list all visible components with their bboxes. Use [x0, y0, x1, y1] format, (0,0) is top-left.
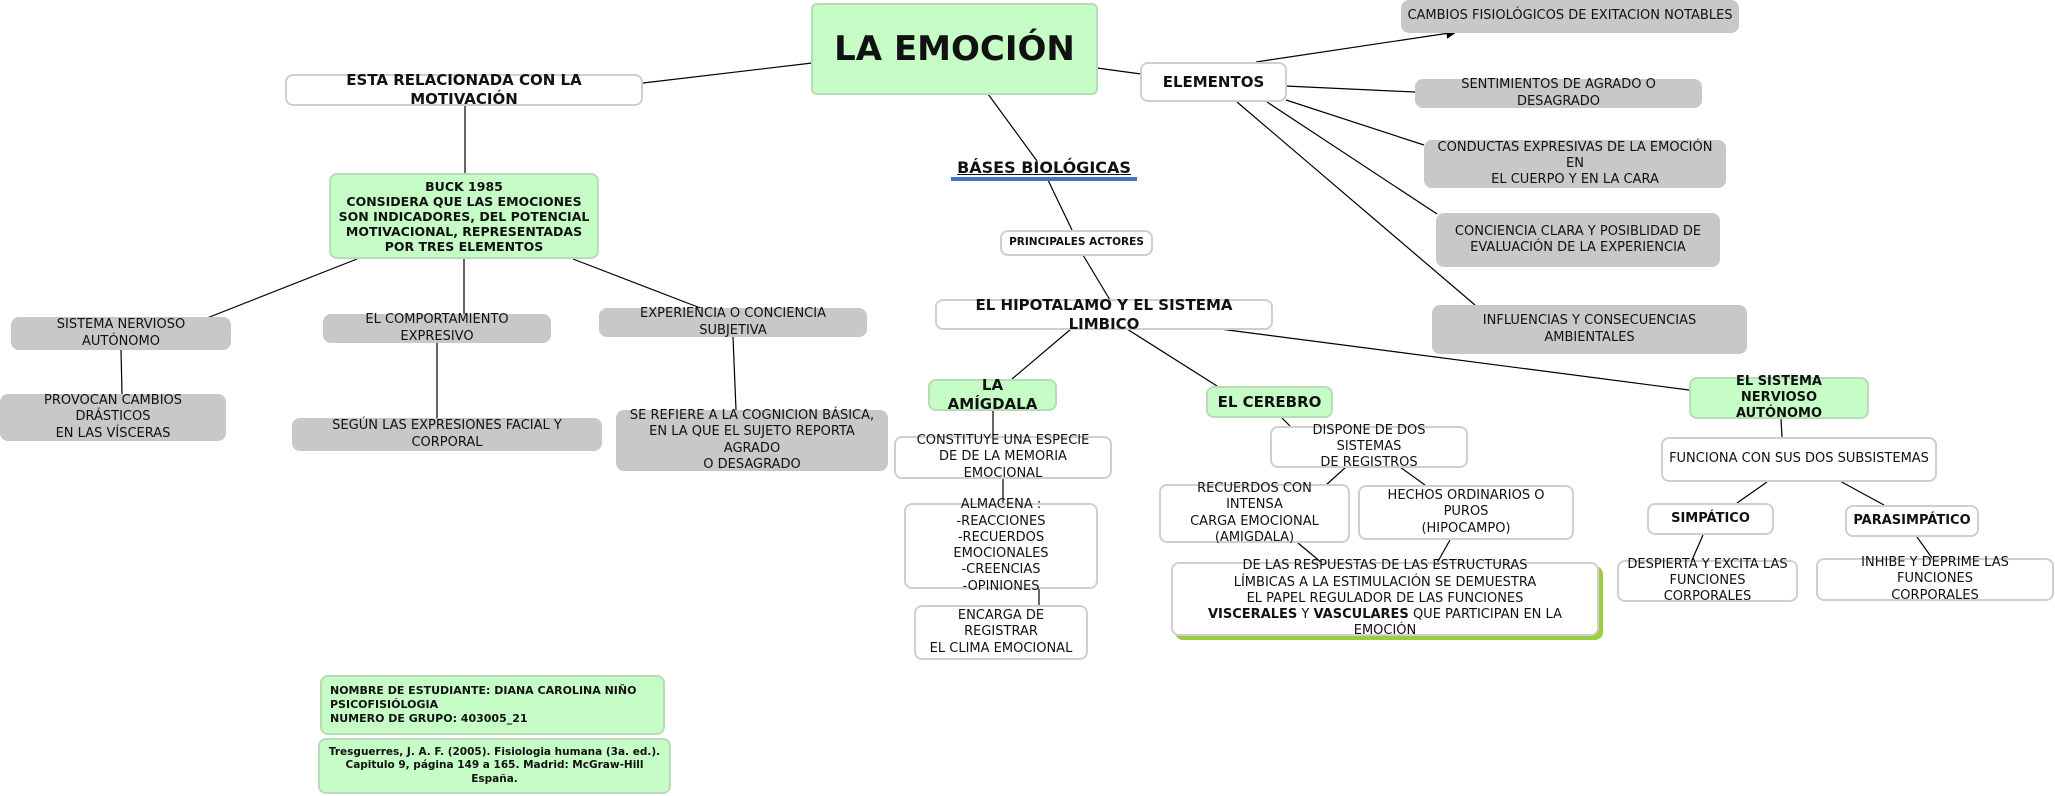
- link-hipotalamo-sna: [1219, 328, 1690, 391]
- node-amig2[interactable]: ALMACENA : -REACCIONES -RECUERDOS EMOCIO…: [904, 497, 1098, 594]
- node-sna1[interactable]: FUNCIONA CON SUS DOS SUBSISTEMAS: [1661, 437, 1937, 482]
- link-parasimpatico-child: [1916, 536, 1933, 559]
- link-elementos-el2: [1284, 85, 1416, 93]
- root-title[interactable]: LA EMOCIÓN: [811, 3, 1098, 95]
- link-snc-child: [120, 349, 123, 395]
- node-para-child[interactable]: INHIBE Y DEPRIME LAS FUNCIONES CORPORALE…: [1816, 555, 2054, 603]
- student-info: NOMBRE DE ESTUDIANTE: DIANA CAROLINA NIÑ…: [320, 675, 665, 735]
- cer4-bold-viscerales: VISCERALES: [1208, 607, 1298, 623]
- node-cer1[interactable]: DISPONE DE DOS SISTEMAS DE REGISTROS: [1270, 423, 1468, 470]
- link-sna1-parasimpatico: [1837, 479, 1885, 506]
- node-comportamiento[interactable]: EL COMPORTAMIENTO EXPRESIVO: [323, 312, 551, 344]
- node-motivacion[interactable]: ESTA RELACIONADA CON LA MOTIVACIÓN: [285, 71, 643, 108]
- node-amig1[interactable]: CONSTITUYE UNA ESPECIE DE DE LA MEMORIA …: [894, 433, 1112, 481]
- link-cerebro-cer1: [1281, 417, 1291, 427]
- node-amig3[interactable]: ENCARGA DE REGISTRAR EL CLIMA EMOCIONAL: [914, 605, 1088, 660]
- reference-info: Tresguerres, J. A. F. (2005). Fisiologia…: [318, 738, 671, 794]
- link-title-motivacion: [642, 62, 813, 84]
- node-amigdala[interactable]: LA AMÍGDALA: [928, 376, 1057, 413]
- link-buck-experiencia: [572, 258, 704, 310]
- node-cer4[interactable]: DE LAS RESPUESTAS DE LAS ESTRUCTURAS LÍM…: [1171, 558, 1599, 638]
- node-simpatico[interactable]: SIMPÁTICO: [1647, 503, 1774, 535]
- link-elementos-el4: [1266, 101, 1438, 215]
- node-cer3[interactable]: HECHOS ORDINARIOS O PUROS (HIPOCAMPO): [1358, 485, 1574, 540]
- node-sna[interactable]: EL SISTEMA NERVIOSO AUTÓNOMO: [1689, 374, 1869, 421]
- link-simpatico-child: [1691, 534, 1704, 561]
- link-experiencia-child: [732, 336, 737, 411]
- node-hipotalamo[interactable]: EL HIPOTALAMO Y EL SISTEMA LIMBICO: [935, 296, 1273, 333]
- link-sna-sna1: [1780, 418, 1783, 438]
- link-hipotalamo-amigdala: [1011, 328, 1072, 380]
- node-bases[interactable]: BÁSES BIOLÓGICAS: [951, 158, 1137, 181]
- link-title-bases: [987, 93, 1038, 162]
- link-cer1-cer2: [1325, 466, 1347, 486]
- link-cer2-cer4: [1297, 542, 1323, 564]
- node-parasimpatico[interactable]: PARASIMPÁTICO: [1845, 505, 1979, 537]
- link-sna1-simpatico: [1736, 481, 1768, 504]
- node-el1[interactable]: CAMBIOS FISIOLÓGICOS DE EXITACION NOTABL…: [1401, 0, 1739, 33]
- node-comportamiento-child[interactable]: SEGÚN LAS EXPRESIONES FACIAL Y CORPORAL: [292, 418, 602, 451]
- node-cer2[interactable]: RECUERDOS CON INTENSA CARGA EMOCIONAL (A…: [1159, 481, 1350, 545]
- node-experiencia[interactable]: EXPERIENCIA O CONCIENCIA SUBJETIVA: [599, 306, 867, 338]
- node-elementos[interactable]: ELEMENTOS: [1140, 62, 1287, 102]
- cer4-line1: DE LAS RESPUESTAS DE LAS ESTRUCTURAS: [1242, 558, 1528, 574]
- node-cerebro[interactable]: EL CEREBRO: [1206, 386, 1333, 418]
- link-hipotalamo-cerebro: [1126, 328, 1218, 387]
- link-bases-actores: [1046, 177, 1073, 231]
- node-actores[interactable]: PRINCIPALES ACTORES: [1000, 230, 1153, 256]
- node-el5[interactable]: INFLUENCIAS Y CONSECUENCIAS AMBIENTALES: [1432, 305, 1747, 354]
- link-title-elementos: [1096, 67, 1142, 75]
- cer4-line2: LÍMBICAS A LA ESTIMULACIÓN SE DEMUESTRA: [1233, 574, 1537, 590]
- link-elementos-el5: [1236, 101, 1476, 306]
- node-el2[interactable]: SENTIMIENTOS DE AGRADO O DESAGRADO: [1415, 77, 1702, 109]
- cer4-rest: QUE PARTICIPAN EN LA EMOCIÓN: [1353, 607, 1562, 639]
- node-buck[interactable]: BUCK 1985 CONSIDERA QUE LAS EMOCIONES SO…: [329, 173, 599, 259]
- link-buck-snc: [206, 258, 358, 319]
- node-snc-child[interactable]: PROVOCAN CAMBIOS DRÁSTICOS EN LAS VÍSCER…: [0, 393, 226, 441]
- link-cer1-cer3: [1399, 466, 1426, 486]
- link-cer3-cer4: [1436, 539, 1451, 564]
- node-el3[interactable]: CONDUCTAS EXPRESIVAS DE LA EMOCIÓN EN EL…: [1424, 140, 1726, 188]
- node-snc[interactable]: SISTEMA NERVIOSO AUTÓNOMO: [11, 317, 231, 350]
- cer4-y: Y: [1297, 607, 1314, 623]
- node-experiencia-child[interactable]: SE REFIERE A LA COGNICION BÁSICA, EN LA …: [616, 408, 888, 472]
- node-simp-child[interactable]: DESPIERTA Y EXCITA LAS FUNCIONES CORPORA…: [1617, 557, 1798, 604]
- node-el4[interactable]: CONCIENCIA CLARA Y POSIBLIDAD DE EVALUAC…: [1436, 213, 1720, 267]
- link-elementos-el3: [1285, 99, 1425, 146]
- cer4-bold-vasculares: VASCULARES: [1313, 607, 1409, 623]
- cer4-line4: VISCERALES Y VASCULARES QUE PARTICIPAN E…: [1179, 607, 1591, 640]
- link-elementos-el1: [1255, 28, 1458, 63]
- cer4-line3: EL PAPEL REGULADOR DE LAS FUNCIONES: [1246, 590, 1524, 606]
- link-actores-hipotalamo: [1082, 254, 1111, 301]
